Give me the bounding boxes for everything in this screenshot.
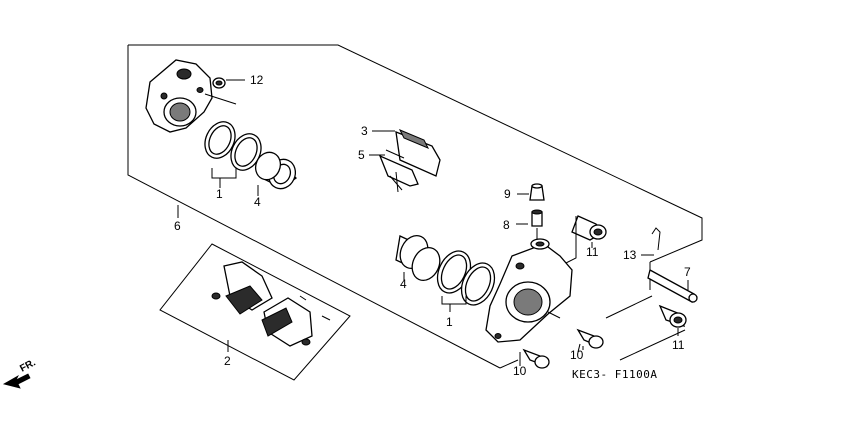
pad-set-outline <box>159 243 351 381</box>
cap-part-12 <box>204 77 245 105</box>
seal-rings-lower <box>436 250 496 312</box>
callout-8: 8 <box>503 218 510 232</box>
piston-lower <box>395 234 441 282</box>
callout-4-upper: 4 <box>254 195 261 209</box>
callout-13: 13 <box>623 248 637 262</box>
callout-1-upper: 1 <box>216 187 223 201</box>
assembly-outline <box>127 44 703 369</box>
bolt-part-11-upper <box>559 215 607 267</box>
callout-2: 2 <box>224 354 231 368</box>
caliper-body <box>485 238 573 343</box>
callout-7: 7 <box>684 265 691 279</box>
callout-3: 3 <box>361 124 368 138</box>
callout-11-upper: 11 <box>586 245 599 259</box>
bleeder-parts-8-9 <box>516 183 545 244</box>
pad-spring-parts-3-5 <box>369 129 441 193</box>
front-arrow-icon: FR. <box>2 357 38 389</box>
piston-upper <box>254 151 298 196</box>
callout-5: 5 <box>358 148 365 162</box>
caliper-bracket <box>145 59 213 133</box>
callout-10-lower: 10 <box>513 364 527 378</box>
clip-part-13 <box>641 227 661 256</box>
callout-1-lower: 1 <box>446 315 453 329</box>
callout-4-lower: 4 <box>400 277 407 291</box>
callout-6: 6 <box>174 219 181 233</box>
callout-12: 12 <box>250 73 264 87</box>
callout-10-upper: 10 <box>570 348 584 362</box>
bolts-lower <box>519 304 687 369</box>
pin-part-7 <box>647 269 698 303</box>
diagram-code: KEC3- F1100A <box>572 368 657 381</box>
callout-9: 9 <box>504 187 511 201</box>
brake-pads <box>211 261 331 347</box>
callout-11-lower: 11 <box>672 338 685 352</box>
direction-label: FR. <box>18 357 38 374</box>
seal-rings-upper <box>204 121 262 188</box>
